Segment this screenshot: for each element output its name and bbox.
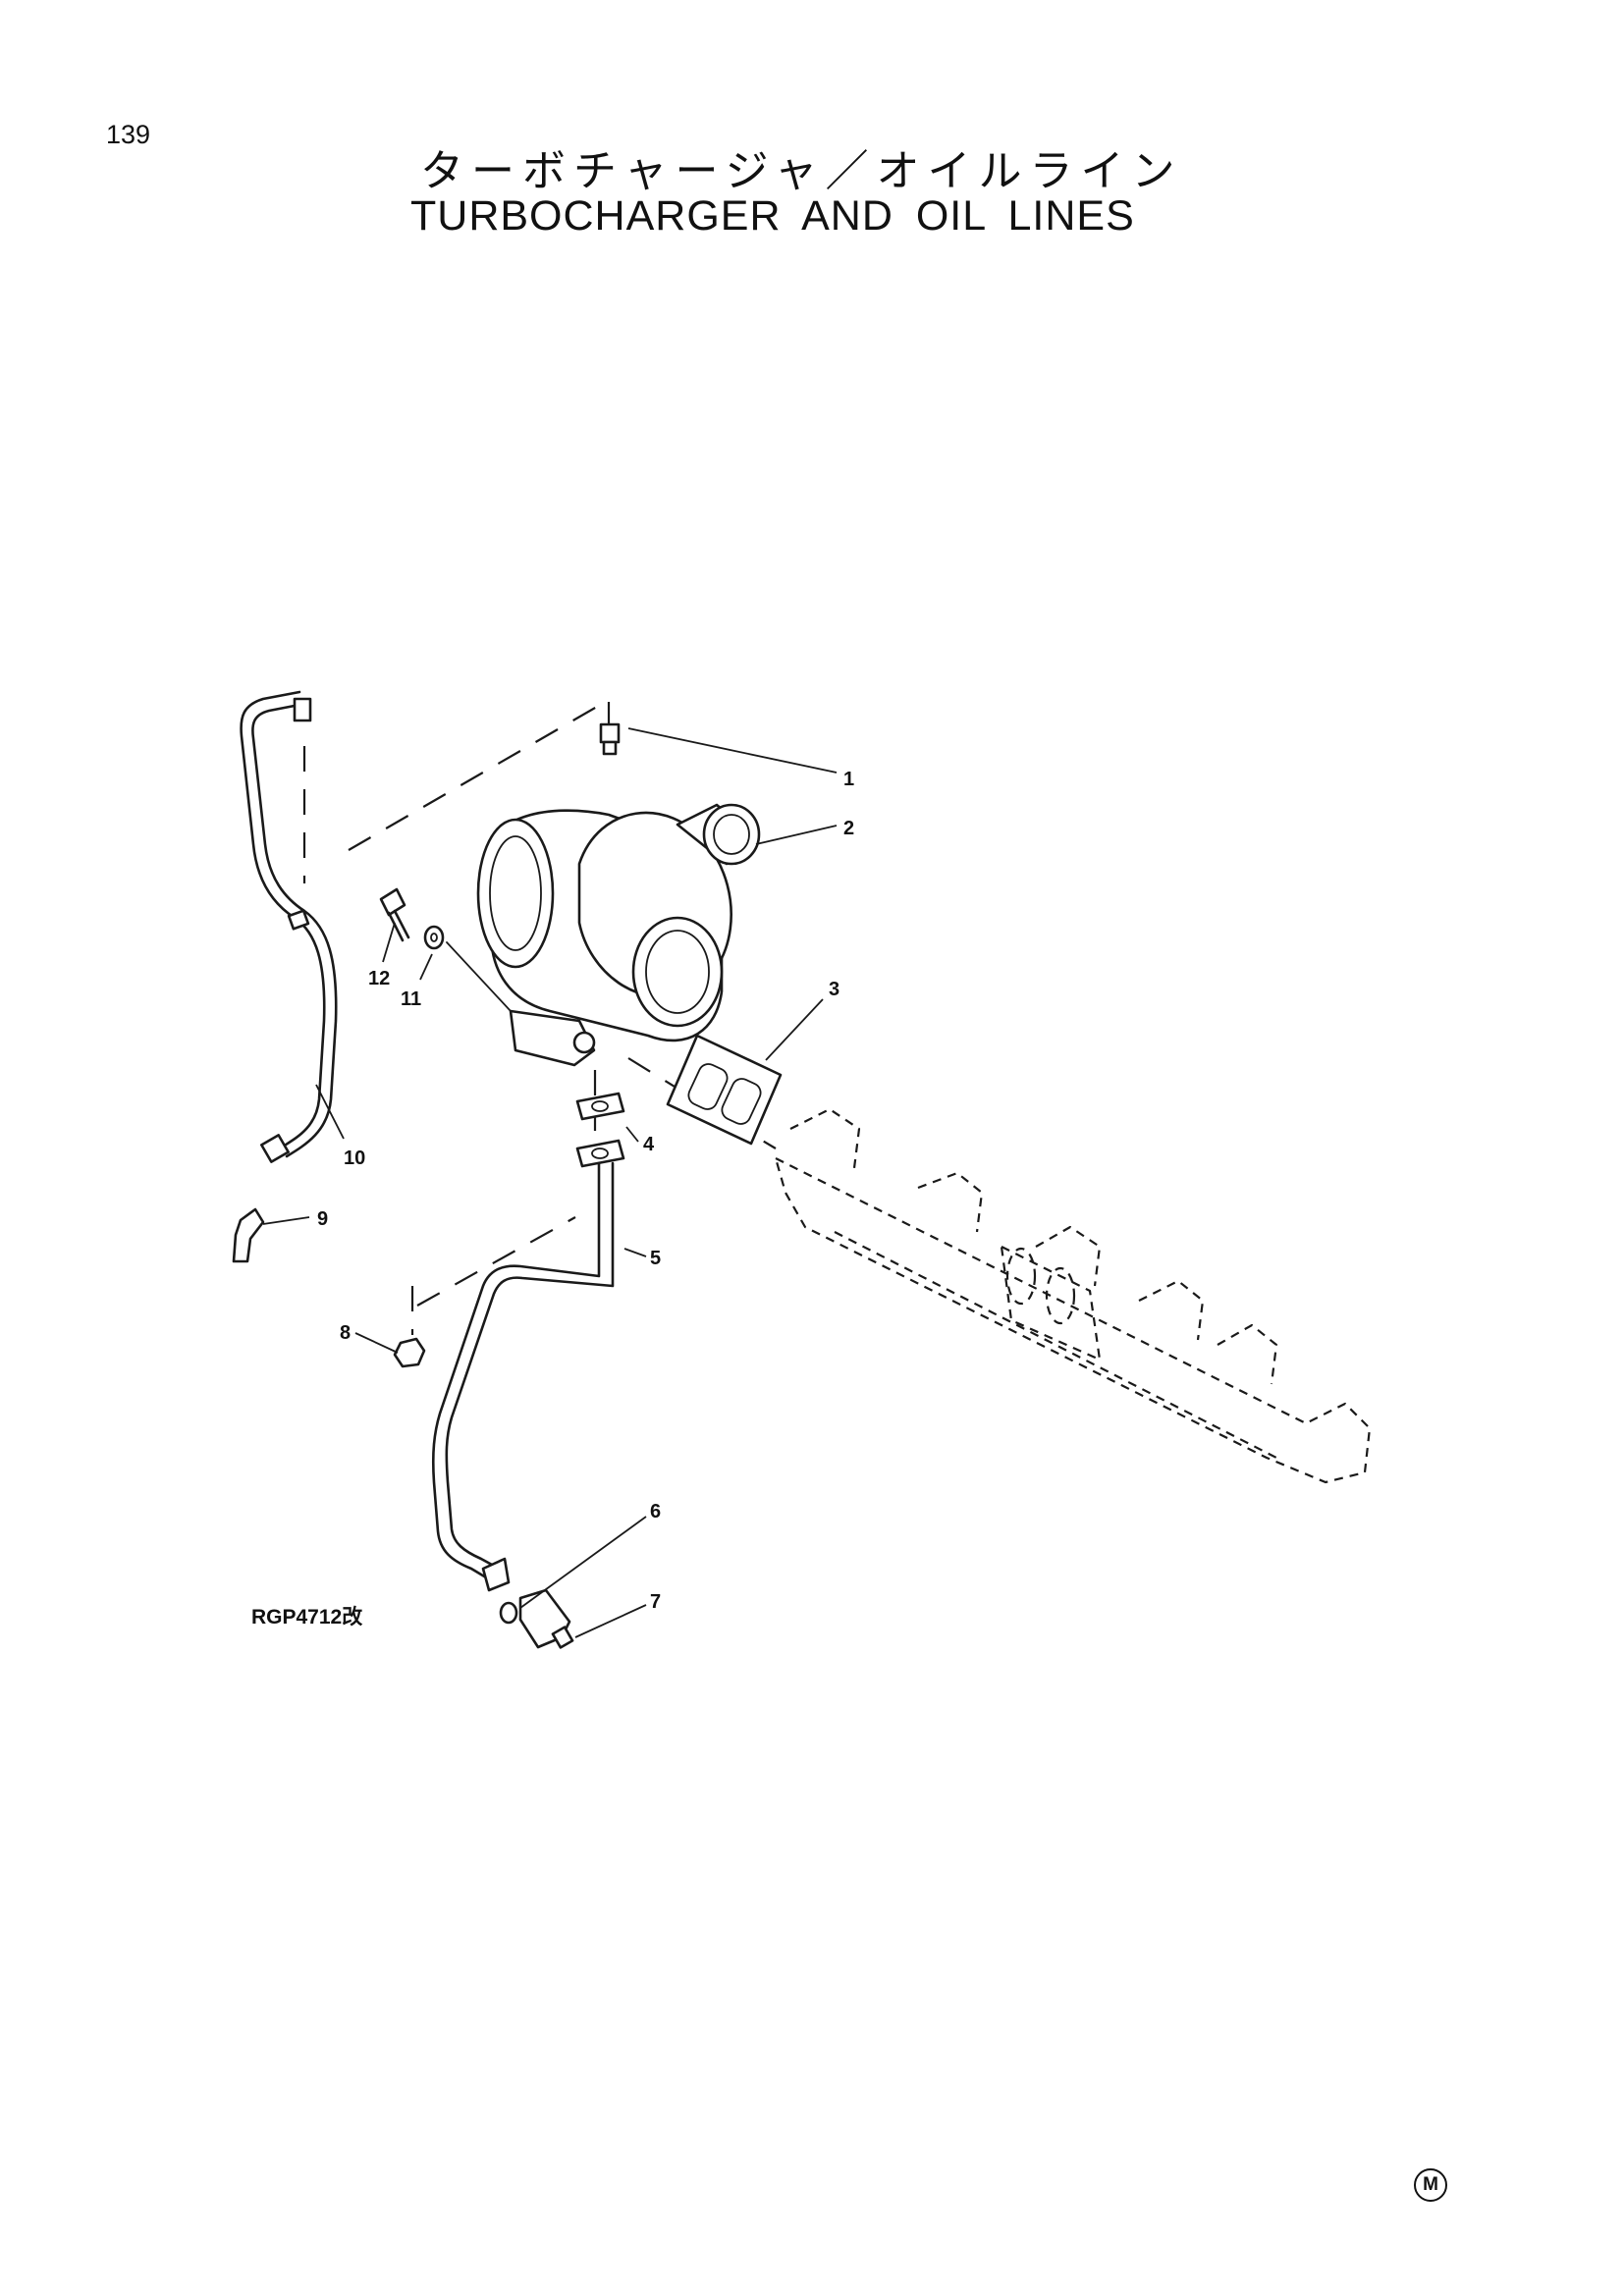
- part-10-oil-supply-line: [240, 690, 338, 1163]
- part-8-nut: [393, 1337, 426, 1368]
- part-1-fitting: [599, 722, 621, 756]
- callout-4: 4: [643, 1134, 655, 1155]
- callout-5: 5: [650, 1248, 661, 1269]
- page-title-japanese: ターボチャージャ／オイルライン: [420, 146, 1183, 196]
- callout-12: 12: [368, 968, 390, 989]
- callout-labels: 1 2 3 4 5 6 7 8 9 10 11 12: [317, 769, 854, 1613]
- turbocharger: [476, 803, 761, 1067]
- part-7-adapter: [518, 1588, 574, 1649]
- exhaust-manifold-phantom: [774, 1107, 1372, 1484]
- callout-6: 6: [650, 1501, 661, 1522]
- callout-3: 3: [829, 979, 839, 1000]
- page-number: 139: [106, 120, 151, 149]
- callout-7: 7: [650, 1591, 661, 1613]
- callout-9: 9: [317, 1208, 328, 1230]
- callout-2: 2: [843, 818, 854, 839]
- drawing-reference-code: RGP4712改: [251, 1605, 363, 1629]
- callout-11: 11: [401, 988, 421, 1010]
- part-11-washer: [423, 925, 445, 950]
- callout-8: 8: [340, 1322, 351, 1344]
- part-9-elbow: [232, 1207, 265, 1263]
- part-12-bolt: [379, 887, 410, 942]
- maker-mark-icon: M: [1414, 2168, 1447, 2202]
- part-6-o-ring: [499, 1601, 518, 1625]
- part-4-gaskets: [575, 1092, 625, 1168]
- callout-10: 10: [344, 1148, 365, 1169]
- part-5-oil-return-tube: [431, 1161, 615, 1592]
- page-title-english: TURBOCHARGER AND OIL LINES: [410, 192, 1135, 240]
- callout-leaders: [262, 727, 838, 1638]
- part-3-gasket: [666, 1034, 783, 1146]
- callout-1: 1: [843, 769, 854, 790]
